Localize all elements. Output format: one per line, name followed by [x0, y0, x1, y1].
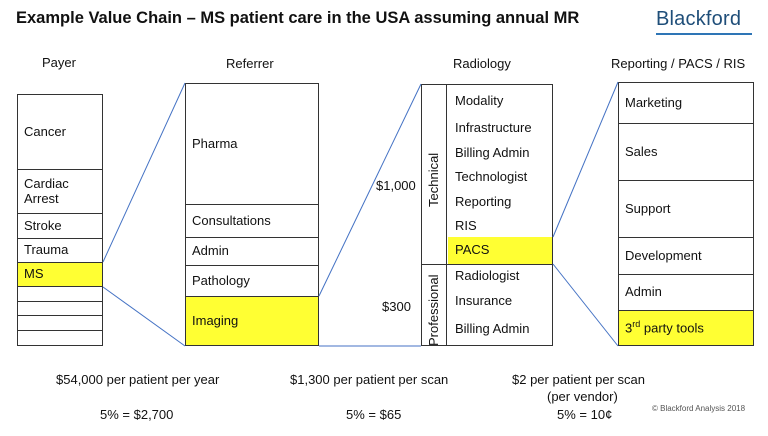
payer-item-label: Cardiac Arrest [24, 175, 69, 206]
referrer-note-cost: $1,300 per patient per scan [290, 372, 449, 387]
copyright: © Blackford Analysis 2018 [652, 404, 746, 413]
superscript-suffix: party tools [640, 320, 704, 336]
connector-payer-top [102, 82, 186, 263]
column-header-payer: Payer [42, 55, 76, 70]
payer-empty-row [17, 330, 103, 346]
reporting-item-label: Marketing [625, 94, 683, 110]
technical-label: Technical [426, 152, 441, 207]
referrer-item-imaging: Imaging [185, 296, 319, 346]
referrer-item-label: Consultations [192, 212, 271, 228]
professional-item-billing-admin: Billing Admin [455, 321, 530, 336]
connector-radiology-bottom [552, 263, 619, 347]
reporting-item-development: Development [618, 237, 754, 275]
reporting-item-support: Support [618, 180, 754, 238]
payer-item-label: Trauma [24, 242, 69, 258]
payer-item-label: MS [24, 266, 44, 282]
reporting-item-admin: Admin [618, 274, 754, 311]
professional-box [421, 264, 553, 346]
reporting-item-3rd-party-tools: 3rd party tools [618, 310, 754, 346]
superscript-prefix: 3 [625, 320, 633, 336]
referrer-item-label: Pharma [192, 135, 238, 151]
reporting-item-label: Development [625, 247, 702, 263]
reporting-item-sales: Sales [618, 123, 754, 181]
column-header-reporting: Reporting / PACS / RIS [611, 56, 746, 71]
reporting-item-label: Sales [625, 143, 658, 159]
payer-empty-row [17, 315, 103, 331]
payer-note-cost: $54,000 per patient per year [56, 372, 220, 387]
pacs-highlight [448, 237, 552, 264]
referrer-note-percent: 5% = $65 [346, 407, 402, 422]
referrer-item-label: Admin [192, 243, 229, 259]
payer-item-cardiac-arrest: Cardiac Arrest [17, 169, 103, 214]
technical-item-ris: RIS [455, 218, 477, 233]
connector-radiology-top [552, 81, 619, 238]
reporting-item-label: 3rd party tools [625, 319, 704, 336]
technical-item-pacs: PACS [455, 242, 490, 257]
payer-item-trauma: Trauma [17, 238, 103, 263]
technical-box [421, 84, 553, 265]
technical-item-technologist: Technologist [455, 169, 528, 184]
blackford-logo: Blackford [656, 8, 742, 30]
payer-item-stroke: Stroke [17, 213, 103, 239]
professional-label: Professional [426, 274, 441, 346]
column-header-radiology: Radiology [453, 56, 511, 71]
payer-item-label: Stroke [24, 217, 62, 233]
technical-item-reporting: Reporting [455, 194, 512, 209]
professional-cost: $300 [382, 299, 411, 314]
referrer-item-pharma: Pharma [185, 83, 319, 205]
technical-cost: $1,000 [376, 178, 416, 193]
column-header-referrer: Referrer [226, 56, 274, 71]
payer-item-label: Cancer [24, 123, 66, 139]
radiology-divider [446, 85, 447, 346]
professional-item-radiologist: Radiologist [455, 268, 520, 283]
referrer-item-admin: Admin [185, 237, 319, 266]
reporting-item-label: Admin [625, 284, 662, 300]
payer-empty-row [17, 301, 103, 316]
reporting-item-marketing: Marketing [618, 82, 754, 124]
superscript-text: rd [632, 319, 641, 330]
logo-underline [656, 33, 752, 35]
radiology-note-percent: 5% = 10¢ [557, 407, 613, 422]
technical-item-infrastructure: Infrastructure [455, 120, 532, 135]
radiology-note-cost: $2 per patient per scan [512, 372, 645, 387]
reporting-item-label: Support [625, 200, 671, 216]
referrer-item-pathology: Pathology [185, 265, 319, 297]
referrer-item-label: Pathology [192, 272, 250, 288]
payer-empty-row [17, 286, 103, 302]
referrer-item-label: Imaging [192, 312, 239, 328]
payer-item-ms: MS [17, 262, 103, 287]
technical-item-modality: Modality [455, 93, 504, 108]
payer-item-cancer: Cancer [17, 94, 103, 170]
referrer-item-consultations: Consultations [185, 204, 319, 238]
radiology-note-vendor: (per vendor) [547, 389, 618, 404]
slide-title: Example Value Chain – MS patient care in… [16, 9, 580, 27]
technical-item-billing-admin: Billing Admin [455, 145, 530, 160]
professional-item-insurance: Insurance [455, 293, 513, 308]
payer-note-percent: 5% = $2,700 [100, 407, 174, 422]
connector-payer-bottom [102, 286, 186, 347]
